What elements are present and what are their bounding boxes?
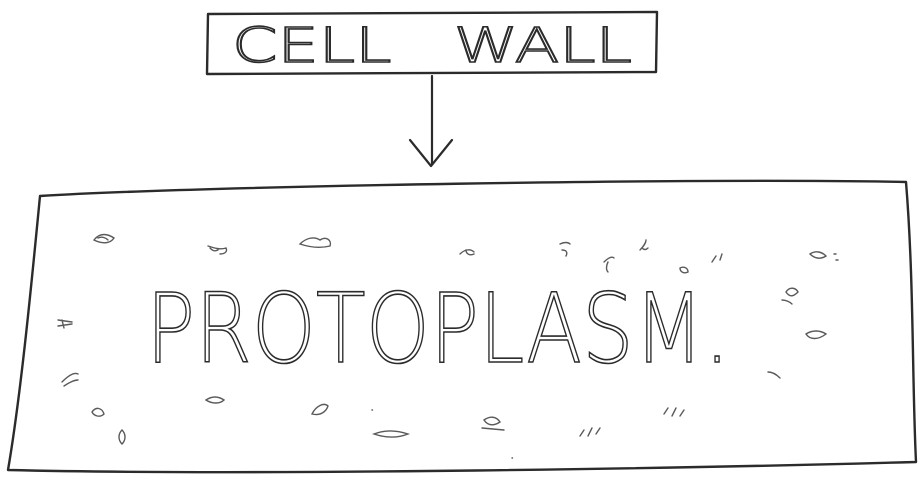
granule [580, 428, 600, 436]
granule [208, 246, 227, 254]
protoplasm-node: PROTOPLASM. [8, 181, 916, 472]
granule [782, 288, 798, 304]
granule [640, 240, 648, 250]
granule [680, 267, 688, 273]
granule [119, 430, 125, 444]
granule [94, 235, 114, 243]
granule [206, 397, 224, 403]
granule [300, 238, 330, 247]
granule [312, 404, 328, 414]
granule [806, 331, 826, 339]
granule [560, 243, 570, 257]
protoplasm-label: PROTOPLASM. [146, 273, 730, 385]
granule [712, 254, 722, 262]
granule [604, 257, 614, 272]
granule [810, 252, 838, 260]
granule [62, 373, 78, 386]
granule [460, 250, 474, 255]
granule [374, 431, 408, 437]
granule [92, 408, 104, 416]
cell-wall-label: CELL WALL [232, 18, 632, 74]
granule [664, 408, 684, 416]
down-arrow-icon [410, 76, 452, 166]
granule [482, 417, 504, 430]
granule [58, 320, 72, 328]
cell-wall-node: CELL WALL [207, 12, 657, 74]
granule [768, 372, 780, 378]
